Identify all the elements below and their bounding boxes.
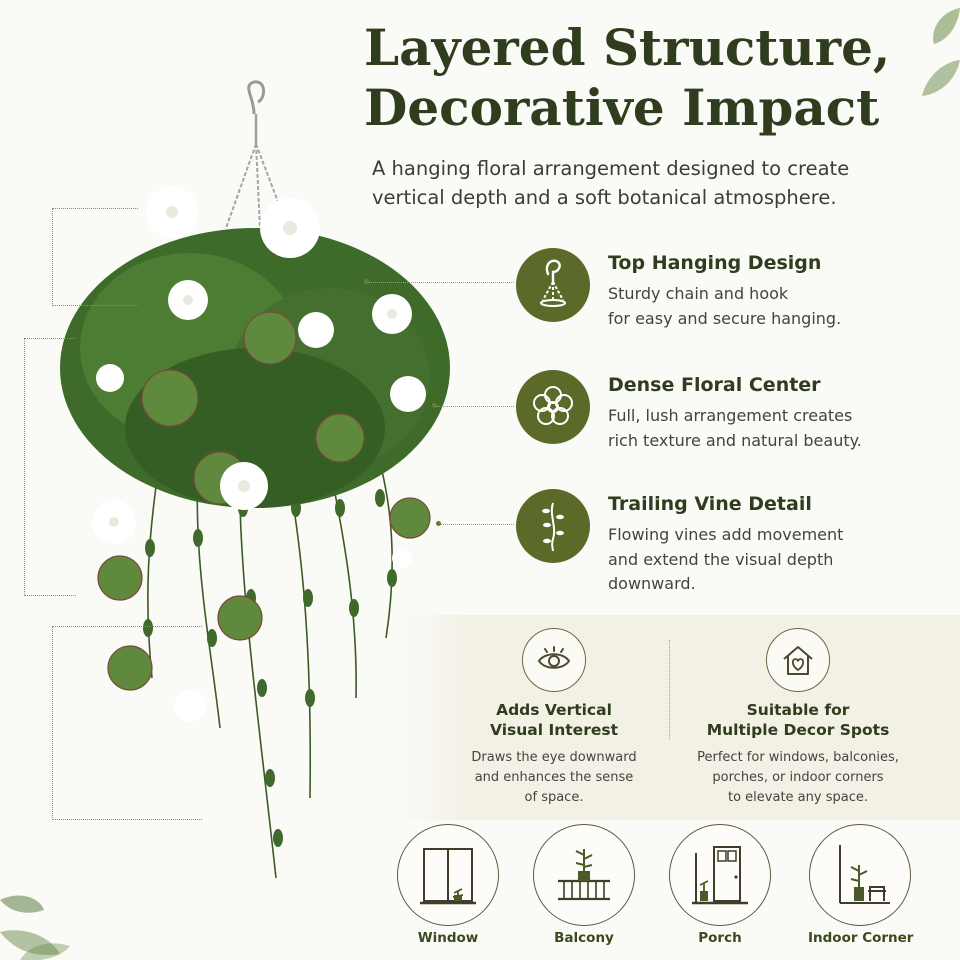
balcony-icon [558,849,610,901]
feature-title: Trailing Vine Detail [608,493,812,515]
spot-circle [533,824,635,926]
benefit-title-line: Multiple Decor Spots [706,721,890,739]
benefit-decor-spots: Suitable for Multiple Decor Spots Perfec… [686,628,910,808]
benefit-title-line: Visual Interest [490,721,618,739]
feature-trailing-vine: Trailing Vine Detail Flowing vines add m… [516,489,946,599]
title-line-1: Layered Structure, [364,18,891,77]
window-icon [420,848,476,905]
feature-top-hanging: Top Hanging Design Sturdy chain and hook… [516,248,946,338]
house-heart-icon [783,646,813,675]
benefit-desc-line: Draws the eye downward [471,750,637,765]
connector-dot-hanging [364,279,369,284]
corner-leaves-bottom-left [0,895,70,960]
benefit-desc-line: of space. [524,790,584,805]
connector-dot-vine [436,521,441,526]
benefit-vertical-interest: Adds Vertical Visual Interest Draws the … [456,628,652,808]
benefit-desc-line: and enhances the sense [474,770,634,785]
spot-label: Porch [698,930,742,946]
corner-leaves-top-right [922,8,960,96]
benefit-desc: Draws the eye downward and enhances the … [456,748,652,808]
benefit-title-line: Suitable for [746,701,850,719]
connector-line-floral [436,406,514,407]
hook-chain-icon [540,259,566,307]
bracket-top [52,208,138,306]
bracket-bottom [52,626,202,820]
benefit-title: Suitable for Multiple Decor Spots [686,700,910,740]
feature-desc-line: Full, lush arrangement creates [608,406,853,425]
feature-desc: Flowing vines add movement and extend th… [608,523,938,597]
feature-desc: Full, lush arrangement creates rich text… [608,404,938,453]
feature-desc-line: Sturdy chain and hook [608,284,789,303]
feature-dense-floral: Dense Floral Center Full, lush arrangeme… [516,370,946,460]
benefit-desc-line: porches, or indoor corners [712,770,884,785]
porch-icon [692,846,748,905]
feature-badge [516,370,590,444]
benefit-desc: Perfect for windows, balconies, porches,… [686,748,910,808]
feature-desc: Sturdy chain and hook for easy and secur… [608,282,938,331]
eye-icon [537,646,571,669]
title-line-2: Decorative Impact [364,78,880,137]
feature-badge [516,248,590,322]
page-title: Layered Structure, Decorative Impact [364,18,924,138]
feature-badge [516,489,590,563]
connector-line-hanging [368,282,514,283]
benefit-title-line: Adds Vertical [496,701,612,719]
feature-title: Dense Floral Center [608,374,821,396]
hanging-plant-image [60,80,450,879]
page-subtitle: A hanging floral arrangement designed to… [372,154,932,212]
spot-label: Window [417,930,479,946]
benefit-ring [522,628,586,692]
feature-desc-line: Flowing vines add movement [608,525,844,544]
spot-window: Window [396,824,500,946]
benefits-divider [669,640,670,740]
subtitle-line-1: A hanging floral arrangement designed to… [372,157,850,180]
feature-desc-line: for easy and secure hanging. [608,308,842,328]
spot-label: Balcony [554,930,614,946]
benefit-desc-line: to elevate any space. [728,790,868,805]
spot-indoor-corner: Indoor Corner [808,824,914,946]
connector-dot-floral [432,403,437,408]
spot-balcony: Balcony [532,824,636,946]
spot-porch: Porch [668,824,772,946]
spot-circle [809,824,911,926]
flower-icon [533,386,573,425]
benefit-desc-line: Perfect for windows, balconies, [697,750,899,765]
benefits-panel [400,615,960,820]
feature-desc-line: and extend the visual depth [608,549,834,569]
indoor-corner-icon [839,845,890,904]
benefit-ring [766,628,830,692]
spot-circle [397,824,499,926]
bracket-middle [24,338,76,596]
connector-line-vine [440,524,514,525]
feature-title: Top Hanging Design [608,252,822,274]
subtitle-line-2: vertical depth and a soft botanical atmo… [372,186,837,209]
vine-icon [542,502,564,552]
spot-label: Indoor Corner [808,930,914,946]
feature-desc-line: rich texture and natural beauty. [608,430,862,450]
feature-desc-line: downward. [608,574,696,593]
benefit-title: Adds Vertical Visual Interest [456,700,652,740]
spot-circle [669,824,771,926]
